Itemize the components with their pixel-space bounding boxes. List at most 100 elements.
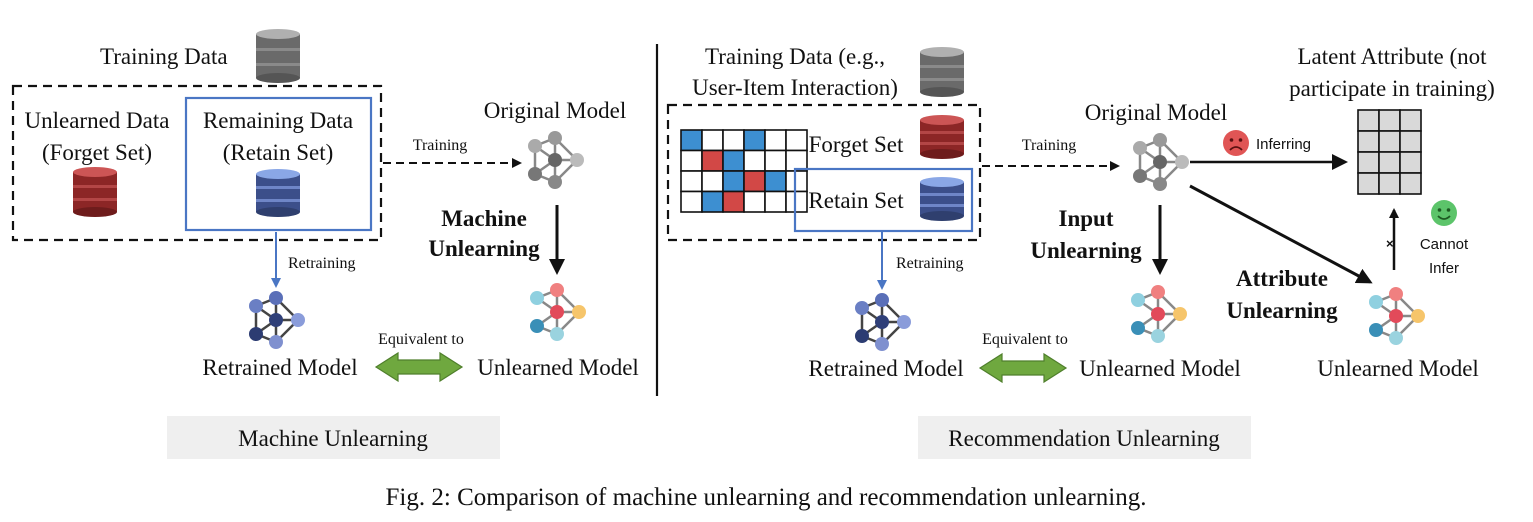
- figure-caption: Fig. 2: Comparison of machine unlearning…: [386, 484, 1147, 511]
- cross-mark-icon: ×: [1386, 236, 1394, 251]
- happy-face-icon: [1431, 200, 1457, 226]
- matrix-cell: [722, 149, 745, 172]
- matrix-cell: [785, 170, 808, 193]
- database-blue-icon: [920, 177, 964, 221]
- attribute-grid-cell: [1399, 130, 1422, 153]
- remaining-data-label: Remaining Data: [203, 108, 353, 133]
- left-training-data-label: Training Data: [100, 44, 228, 69]
- database-gray-icon: [920, 47, 964, 97]
- attribute-grid-cell: [1378, 130, 1401, 153]
- left-data-dashed-box: [11, 84, 383, 242]
- matrix-cell: [764, 170, 787, 193]
- recommendation-unlearning-panel-label: Recommendation Unlearning: [948, 426, 1220, 451]
- matrix-cell: [764, 149, 787, 172]
- attribute-unlearning-arrow: [1189, 184, 1373, 284]
- right-retrained-model-label: Retrained Model: [808, 356, 963, 381]
- machine-unlearning-label-1: Machine: [441, 206, 527, 231]
- database-red-icon: [73, 167, 117, 217]
- attribute-grid-cell: [1378, 109, 1401, 132]
- attribute-grid-cell: [1357, 151, 1380, 174]
- right-training-data-label-1: Training Data (e.g.,: [705, 44, 885, 69]
- matrix-cell: [722, 129, 745, 152]
- matrix-cell: [701, 190, 724, 213]
- right-unlearned-model-mid-label: Unlearned Model: [1079, 356, 1241, 381]
- attribute-grid-cell: [1357, 130, 1380, 153]
- forget-set-label: Forget Set: [809, 132, 904, 157]
- inferring-label: Inferring: [1256, 136, 1311, 153]
- attribute-unlearning-label-2: Unlearning: [1226, 298, 1338, 323]
- latent-attribute-label-1: Latent Attribute (not: [1297, 44, 1487, 69]
- machine-unlearning-panel-label-box: [167, 416, 500, 459]
- right-data-dashed-box: [666, 103, 982, 242]
- neural-network-colored-icon: [530, 283, 586, 341]
- retain-set-label: Retain Set: [808, 188, 904, 213]
- input-unlearning-label-2: Unlearning: [1030, 238, 1142, 263]
- attribute-grid-cell: [1399, 151, 1422, 174]
- matrix-cell: [785, 190, 808, 213]
- matrix-cell: [764, 190, 787, 213]
- forget-set-label: (Forget Set): [42, 140, 152, 165]
- cannot-infer-label-2: Infer: [1429, 260, 1459, 277]
- machine-unlearning-panel-label: Machine Unlearning: [238, 426, 428, 451]
- right-retain-box: [793, 167, 974, 233]
- retrained-model-label: Retrained Model: [202, 355, 357, 380]
- attribute-grid-cell: [1378, 151, 1401, 174]
- neural-network-blue-icon: [855, 293, 911, 351]
- matrix-cell: [785, 129, 808, 152]
- matrix-cell: [680, 149, 703, 172]
- left-panel: Training Data Unlearned Data (Forget Set…: [11, 29, 639, 459]
- matrix-cell: [743, 170, 766, 193]
- equivalent-to-label: Equivalent to: [378, 331, 464, 348]
- attribute-unlearning-label-1: Attribute: [1236, 266, 1328, 291]
- latent-attribute-label-2: participate in training): [1289, 76, 1495, 101]
- equivalent-double-arrow: [978, 352, 1068, 384]
- left-retraining-label: Retraining: [288, 255, 356, 272]
- matrix-cell: [701, 170, 724, 193]
- input-unlearning-label-1: Input: [1059, 206, 1114, 231]
- attribute-grid-cell: [1399, 172, 1422, 195]
- database-blue-icon: [256, 169, 300, 217]
- right-equivalent-to-label: Equivalent to: [982, 331, 1068, 348]
- attribute-grid-cell: [1357, 172, 1380, 195]
- matrix-cell: [722, 190, 745, 213]
- matrix-cell: [764, 129, 787, 152]
- left-training-label: Training: [413, 137, 468, 154]
- database-red-icon: [920, 115, 964, 159]
- matrix-cell: [743, 190, 766, 213]
- retain-set-label: (Retain Set): [223, 140, 334, 165]
- matrix-cell: [680, 170, 703, 193]
- left-unlearned-model-label: Unlearned Model: [477, 355, 639, 380]
- database-gray-icon: [256, 29, 300, 83]
- latent-attribute-grid-icon: [1357, 109, 1422, 195]
- matrix-cell: [722, 170, 745, 193]
- neural-network-blue-icon: [249, 291, 305, 349]
- matrix-cell: [743, 129, 766, 152]
- attribute-grid-cell: [1399, 109, 1422, 132]
- cannot-infer-label-1: Cannot: [1420, 236, 1469, 253]
- right-training-label: Training: [1022, 137, 1077, 154]
- matrix-cell: [680, 129, 703, 152]
- right-retraining-label: Retraining: [896, 255, 964, 272]
- matrix-cell: [743, 149, 766, 172]
- interaction-matrix: [680, 129, 808, 213]
- neural-network-colored-icon: [1131, 285, 1187, 343]
- left-retain-box: [184, 96, 373, 232]
- recommendation-unlearning-panel-label-box: [918, 416, 1251, 459]
- right-original-model-label: Original Model: [1085, 100, 1227, 125]
- attribute-grid-cell: [1378, 172, 1401, 195]
- matrix-cell: [680, 190, 703, 213]
- left-original-model-label: Original Model: [484, 98, 626, 123]
- neural-network-gray-icon: [1133, 133, 1189, 191]
- equivalent-double-arrow: [374, 351, 464, 383]
- neural-network-gray-icon: [528, 131, 584, 189]
- right-panel: Training Data (e.g., User-Item Interacti…: [666, 44, 1495, 459]
- sad-face-icon: [1223, 130, 1249, 156]
- machine-unlearning-label-2: Unlearning: [428, 236, 540, 261]
- neural-network-colored-icon: [1369, 287, 1425, 345]
- right-unlearned-model-label: Unlearned Model: [1317, 356, 1479, 381]
- matrix-cell: [701, 149, 724, 172]
- attribute-grid-cell: [1357, 109, 1380, 132]
- right-training-data-label-2: User-Item Interaction): [692, 75, 898, 100]
- unlearned-data-label: Unlearned Data: [25, 108, 170, 133]
